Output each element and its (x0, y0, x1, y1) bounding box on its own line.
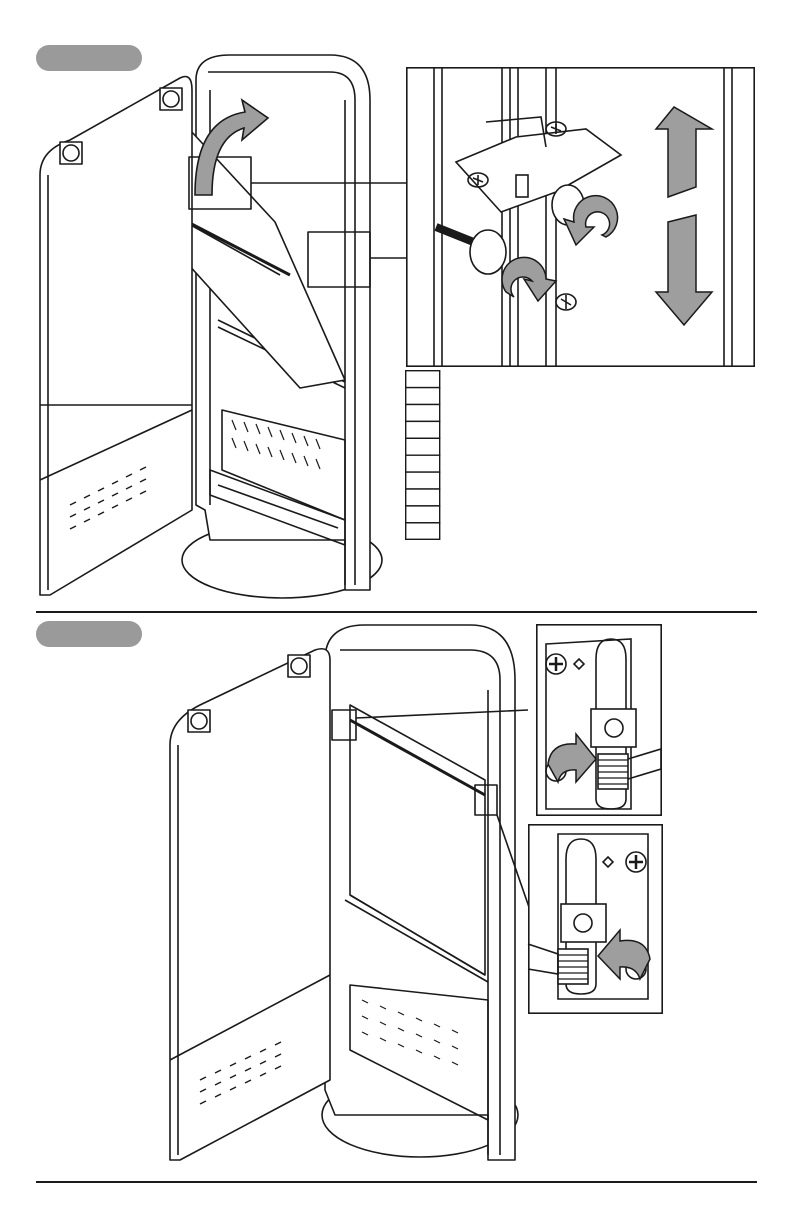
step-2-detail-panel-top (536, 624, 662, 816)
clip-body (591, 709, 636, 747)
footer-divider (36, 1181, 757, 1183)
step-1-detail-panel (406, 67, 755, 367)
step-2-detail-panel-bottom (528, 824, 663, 1014)
parts-list-table (405, 370, 441, 540)
step-2-kiosk-illustration (0, 620, 793, 1180)
clip-body-2 (561, 904, 606, 942)
adjust-knob-left (470, 230, 506, 274)
section-divider (36, 611, 757, 613)
